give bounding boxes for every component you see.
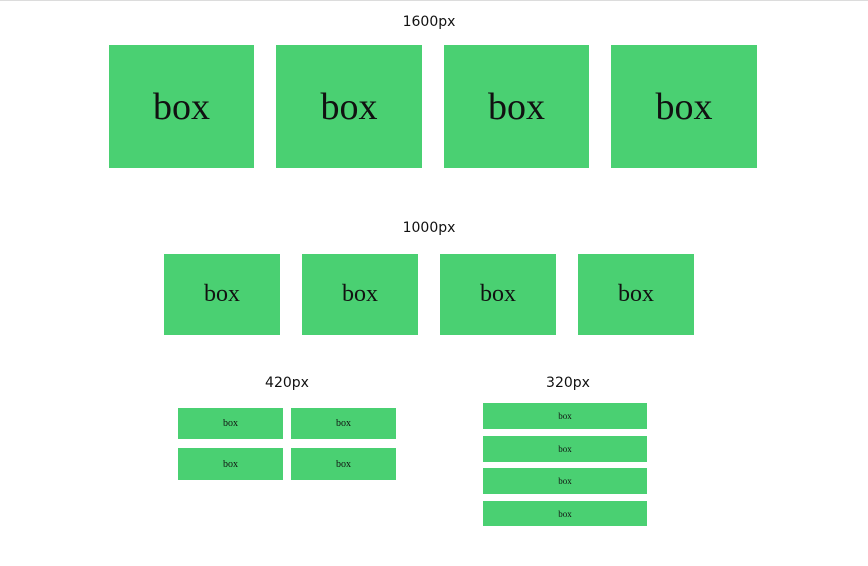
top-divider (0, 0, 868, 1)
section-label-1600: 1600px (402, 14, 456, 30)
box-1000-4: box (578, 254, 694, 335)
box-420-4: box (291, 448, 396, 480)
box-420-1: box (178, 408, 283, 439)
section-label-320: 320px (546, 375, 590, 391)
box-320-3: box (483, 468, 647, 494)
box-420-2: box (291, 408, 396, 439)
box-420-3: box (178, 448, 283, 480)
box-1000-3: box (440, 254, 556, 335)
box-1600-3: box (444, 45, 589, 168)
box-320-4: box (483, 501, 647, 526)
box-1000-2: box (302, 254, 418, 335)
box-1600-4: box (611, 45, 757, 168)
box-320-1: box (483, 403, 647, 429)
section-label-1000: 1000px (402, 220, 456, 236)
box-1000-1: box (164, 254, 280, 335)
box-1600-1: box (109, 45, 254, 168)
box-320-2: box (483, 436, 647, 462)
section-label-420: 420px (265, 375, 309, 391)
box-1600-2: box (276, 45, 422, 168)
